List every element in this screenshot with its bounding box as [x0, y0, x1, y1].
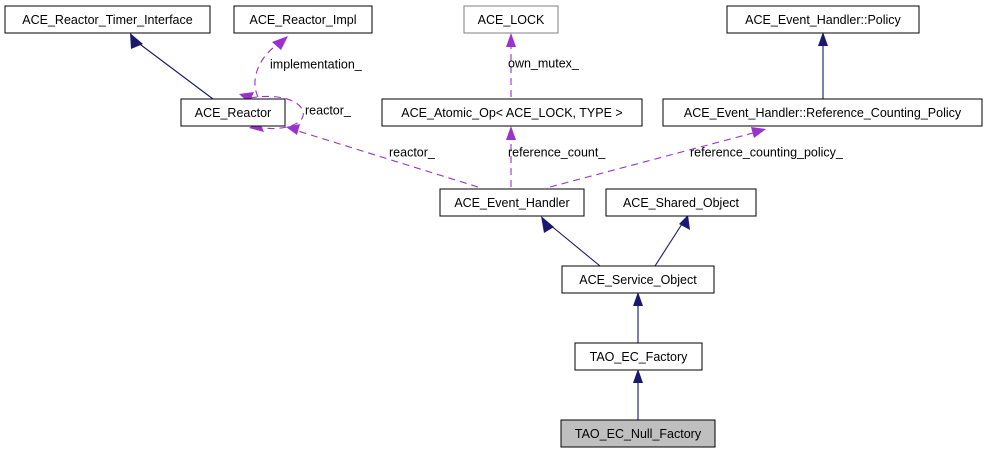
usage-edges	[239, 33, 766, 188]
class-node-ace-event-handler[interactable]: ACE_Event_Handler	[439, 188, 585, 217]
class-node-label: TAO_EC_Factory	[590, 350, 688, 364]
edge-reactor-to-timer-interface	[130, 33, 214, 100]
class-node-label: ACE_Reactor_Impl	[250, 13, 357, 27]
edge-label-reference-count: reference_count_	[508, 145, 606, 159]
edge-label-group: implementation_ reactor_ own_mutex_ reac…	[270, 56, 844, 159]
edge-label-implementation: implementation_	[270, 57, 363, 71]
class-nodes: ACE_Reactor_Timer_Interface ACE_Reactor_…	[4, 5, 983, 448]
class-node-tao-ec-factory[interactable]: TAO_EC_Factory	[574, 342, 703, 371]
class-node-ace-reactor-timer-interface[interactable]: ACE_Reactor_Timer_Interface	[4, 5, 211, 34]
edge-service-object-to-shared-object	[654, 215, 690, 267]
class-node-label: ACE_Shared_Object	[623, 196, 740, 210]
class-node-label: ACE_Reactor_Timer_Interface	[22, 13, 192, 27]
edge-event-handler-to-atomic-op	[506, 126, 516, 187]
class-node-ace-event-handler-policy[interactable]: ACE_Event_Handler::Policy	[726, 5, 920, 34]
inheritance-edges	[130, 32, 828, 420]
class-node-label: ACE_Reactor	[195, 106, 271, 120]
edge-label-reference-counting-policy: reference_counting_policy_	[690, 145, 844, 159]
edge-event-handler-to-reactor	[286, 124, 479, 188]
class-node-ace-shared-object[interactable]: ACE_Shared_Object	[605, 188, 757, 217]
class-node-ace-service-object[interactable]: ACE_Service_Object	[561, 265, 715, 294]
edge-event-handler-to-refcount-policy	[549, 127, 766, 188]
edge-label-own-mutex: own_mutex_	[508, 56, 580, 70]
edge-atomic-op-to-lock	[506, 33, 516, 97]
class-node-ace-atomic-op[interactable]: ACE_Atomic_Op< ACE_LOCK, TYPE >	[381, 98, 643, 127]
edge-reactor-to-reactor-impl	[254, 36, 288, 98]
class-node-label: TAO_EC_Null_Factory	[575, 427, 702, 441]
edge-label-reactor-handler: reactor_	[389, 145, 436, 159]
class-node-label: ACE_Event_Handler	[454, 196, 569, 210]
class-node-label: ACE_Service_Object	[579, 273, 697, 287]
class-node-label: ACE_Atomic_Op< ACE_LOCK, TYPE >	[401, 106, 622, 120]
edge-refcount-policy-to-policy	[818, 32, 828, 99]
edge-label-reactor-self: reactor_	[305, 103, 352, 117]
edge-service-object-to-event-handler	[541, 216, 601, 267]
class-node-ace-reactor[interactable]: ACE_Reactor	[180, 98, 286, 127]
class-node-ace-lock[interactable]: ACE_LOCK	[463, 5, 559, 34]
class-node-label: ACE_LOCK	[478, 13, 545, 27]
edge-tao-ec-null-factory-to-tao-ec-factory	[633, 369, 643, 420]
class-node-ace-reactor-impl[interactable]: ACE_Reactor_Impl	[233, 5, 373, 34]
edge-tao-ec-factory-to-service-object	[633, 292, 643, 343]
class-node-tao-ec-null-factory[interactable]: TAO_EC_Null_Factory	[560, 419, 716, 448]
class-node-ace-event-handler-reference-counting-policy[interactable]: ACE_Event_Handler::Reference_Counting_Po…	[662, 98, 983, 127]
class-node-label: ACE_Event_Handler::Policy	[745, 13, 901, 27]
class-node-label: ACE_Event_Handler::Reference_Counting_Po…	[684, 106, 962, 120]
